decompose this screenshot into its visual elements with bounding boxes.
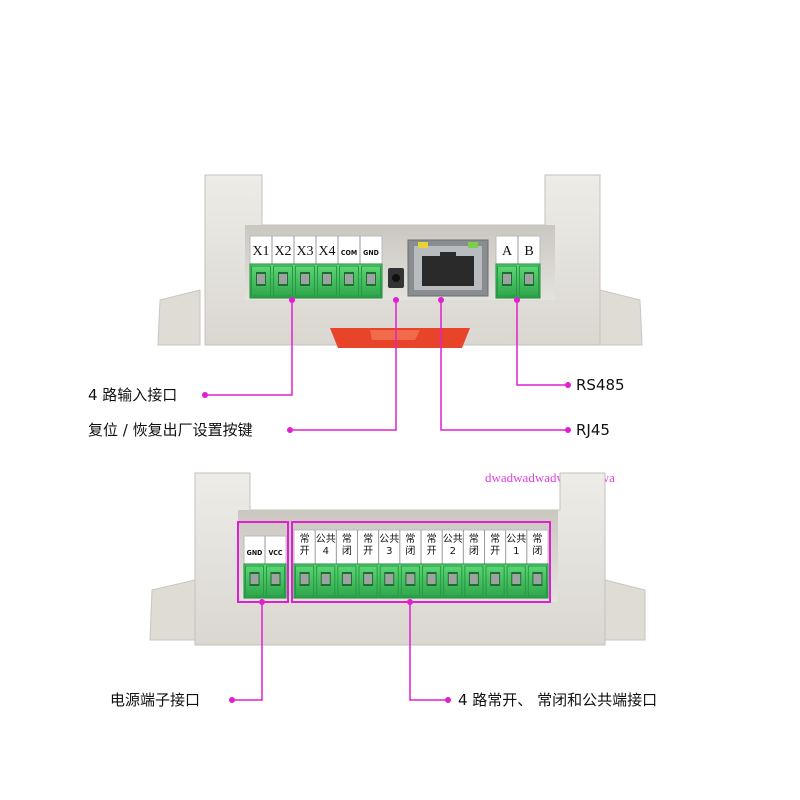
terminal-slot [266, 565, 285, 597]
inputs-callout: 4 路输入接口 [88, 386, 177, 404]
relays-callout: 4 路常开、 常闭和公共端接口 [458, 691, 657, 709]
rj45-port [407, 239, 489, 297]
terminal-label: COM [341, 249, 357, 257]
terminal-slot [527, 565, 547, 597]
terminal-label: X4 [318, 244, 335, 259]
terminal-slot [317, 265, 337, 297]
terminal-label: GND [363, 249, 379, 257]
terminal-slot [361, 265, 381, 297]
terminal-slot [464, 565, 484, 597]
input-terminal-block [249, 263, 383, 299]
terminal-label: A [502, 244, 513, 259]
relay-terminal-label: 常闭 [405, 532, 415, 557]
terminal-label: VCC [268, 549, 282, 557]
terminal-slot [379, 565, 399, 597]
relay-terminal-label: 常闭 [469, 532, 479, 557]
terminal-slot [443, 565, 463, 597]
top-left-flange [157, 289, 201, 346]
input-labels: X1 X2 X3 X4 COM GND [252, 236, 379, 264]
terminal-slot [422, 565, 442, 597]
relay-terminal-label: 常开 [490, 532, 500, 557]
terminal-label: B [524, 244, 533, 259]
terminal-slot [295, 565, 315, 597]
terminal-label: GND [247, 549, 263, 557]
terminal-slot [519, 265, 539, 297]
led-green [468, 242, 478, 248]
top-callout-lines [205, 300, 568, 431]
terminal-slot [485, 565, 505, 597]
reset-callout: 复位 / 恢复出厂设置按键 [88, 421, 253, 439]
terminal-slot [295, 265, 315, 297]
relay-terminal-label: 常闭 [532, 532, 542, 557]
rj45-callout: RJ45 [576, 421, 610, 439]
terminal-slot [497, 265, 517, 297]
terminal-slot [400, 565, 421, 597]
relay-terminal-label: 常开 [427, 532, 437, 557]
terminal-slot [339, 265, 359, 297]
terminal-label: X3 [296, 244, 313, 259]
bottom-callout-lines [232, 602, 448, 701]
power-labels: GND VCC [247, 536, 283, 564]
relay-terminal-label: 常闭 [342, 532, 352, 557]
bottom-left-flange [149, 579, 196, 641]
terminal-label: X2 [274, 244, 291, 259]
terminal-slot [316, 565, 336, 597]
relay-terminal-label: 常开 [300, 532, 310, 557]
terminal-slot [251, 265, 271, 297]
led-yellow [418, 242, 428, 248]
terminal-label: X1 [252, 244, 269, 259]
terminal-slot [337, 565, 357, 597]
bottom-right-flange [604, 579, 646, 641]
power-callout: 电源端子接口 [110, 691, 200, 709]
terminal-slot [506, 565, 526, 597]
terminal-slot [245, 565, 264, 597]
terminal-slot [358, 565, 378, 597]
rs485-callout: RS485 [576, 376, 625, 394]
terminal-slot [273, 265, 293, 297]
relay-highlight-box [291, 521, 551, 603]
relay-terminal-block [293, 563, 549, 599]
relay-terminal-label: 常开 [363, 532, 373, 557]
top-right-flange [599, 289, 643, 346]
